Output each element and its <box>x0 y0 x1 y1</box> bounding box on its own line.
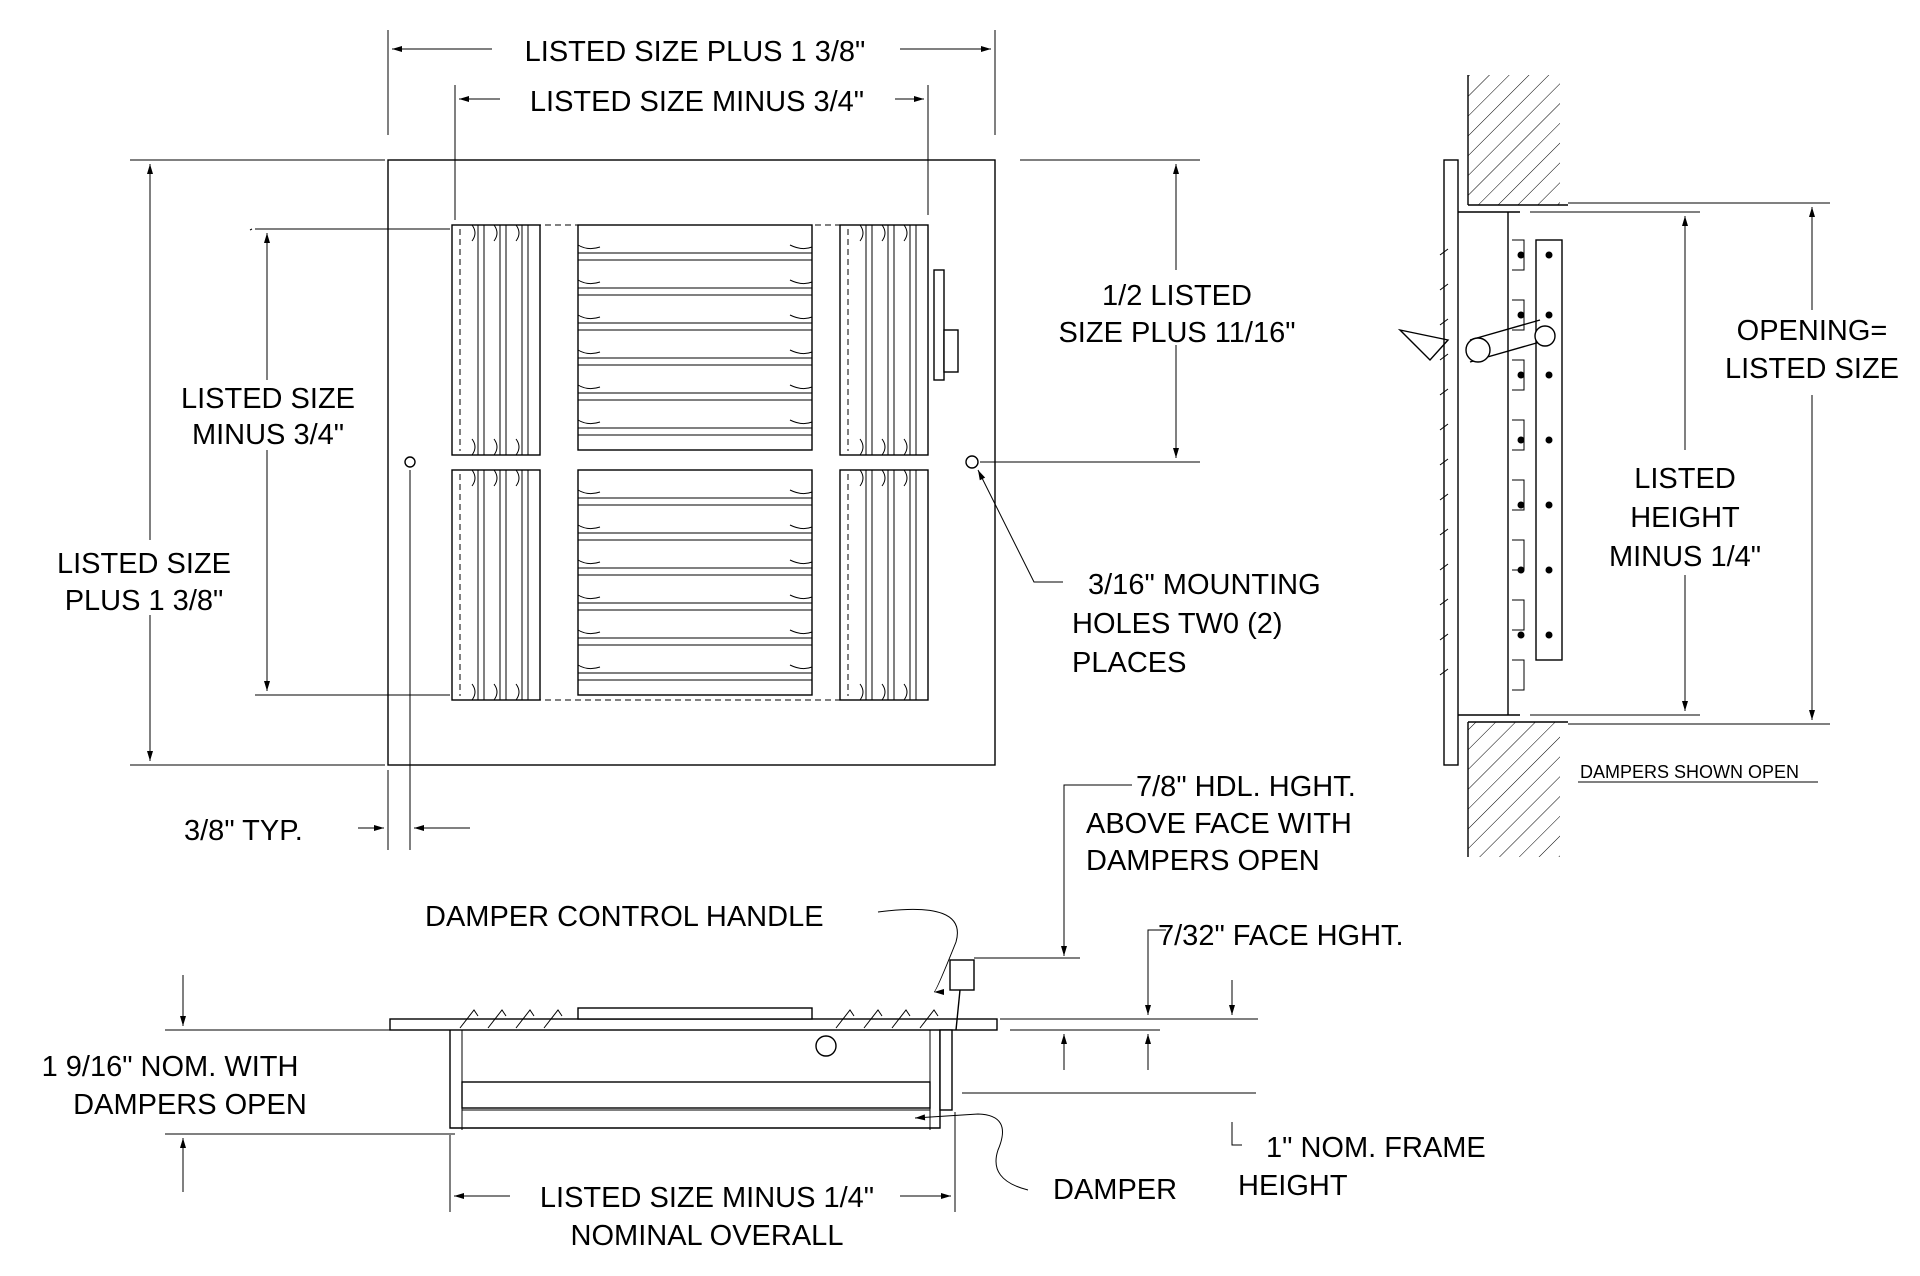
louver-lower-center <box>577 469 813 696</box>
label-frame-line1: 1" NOM. FRAME <box>1266 1132 1486 1164</box>
label-damper: DAMPER <box>1053 1174 1177 1206</box>
louver-lower-left <box>451 469 541 701</box>
damper-control-handle <box>933 269 945 381</box>
label-listed-height-line3: MINUS 1/4" <box>1609 541 1761 573</box>
label-half-size-line1: 1/2 LISTED <box>1102 280 1252 312</box>
damper-blade-stack <box>1535 239 1563 661</box>
label-top-overall-width: LISTED SIZE PLUS 1 3/8" <box>525 36 866 68</box>
section-handle <box>949 959 975 991</box>
label-inner-height-line2: MINUS 3/4" <box>192 419 344 451</box>
damper-blade <box>461 1081 931 1109</box>
label-hdl-line3: DAMPERS OPEN <box>1086 845 1320 877</box>
side-dimensions <box>1530 202 1830 783</box>
label-mounting-line1: 3/16" MOUNTING <box>1088 569 1321 601</box>
label-inner-height-line1: LISTED SIZE <box>181 383 355 415</box>
labels: LISTED SIZE PLUS 1 3/8" LISTED SIZE MINU… <box>42 36 1899 1252</box>
label-opening-line1: OPENING= <box>1737 315 1888 347</box>
label-bottom-width-line2: NOMINAL OVERALL <box>571 1220 844 1252</box>
label-mounting-line3: PLACES <box>1072 647 1186 679</box>
mounting-hole-right <box>965 455 979 469</box>
label-listed-height-line1: LISTED <box>1634 463 1736 495</box>
label-nom-line2: DAMPERS OPEN <box>73 1089 307 1121</box>
label-dampers-shown-open: DAMPERS SHOWN OPEN <box>1580 762 1799 782</box>
label-half-size-line2: SIZE PLUS 11/16" <box>1058 317 1295 349</box>
label-hdl-line1: 7/8" HDL. HGHT. <box>1136 771 1356 803</box>
label-typ: 3/8" TYP. <box>184 815 303 847</box>
section-frame <box>449 1030 941 1129</box>
side-view <box>1397 75 1568 857</box>
front-dimensions <box>130 30 1200 850</box>
section-view <box>389 959 998 1130</box>
label-bottom-width-line1: LISTED SIZE MINUS 1/4" <box>540 1182 874 1214</box>
louver-upper-center <box>577 224 813 451</box>
label-face-height: 7/32" FACE HGHT. <box>1158 920 1404 952</box>
louver-upper-right <box>839 224 929 456</box>
label-hdl-line2: ABOVE FACE WITH <box>1086 808 1352 840</box>
label-damper-control-handle: DAMPER CONTROL HANDLE <box>425 901 824 933</box>
label-listed-height-line2: HEIGHT <box>1630 502 1740 534</box>
mounting-hole-left <box>404 456 416 468</box>
label-frame-line2: HEIGHT <box>1238 1170 1348 1202</box>
louver-lower-right <box>839 469 929 701</box>
label-nom-line1: 1 9/16" NOM. WITH <box>42 1051 299 1083</box>
section-face <box>389 1018 998 1031</box>
label-overall-height-line2: PLUS 1 3/8" <box>65 585 224 617</box>
label-mounting-line2: HOLES TW0 (2) <box>1072 608 1283 640</box>
section-dimensions <box>165 784 1258 1212</box>
front-view <box>387 159 996 766</box>
louver-upper-left <box>451 224 541 456</box>
label-opening-line2: LISTED SIZE <box>1725 353 1899 385</box>
label-overall-height-line1: LISTED SIZE <box>57 548 231 580</box>
label-top-inner-width: LISTED SIZE MINUS 3/4" <box>530 86 864 118</box>
